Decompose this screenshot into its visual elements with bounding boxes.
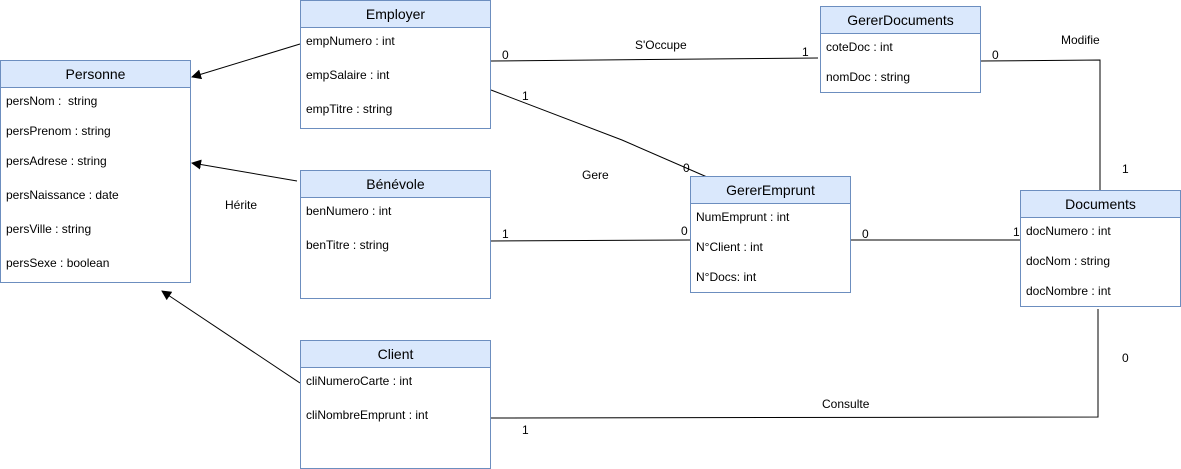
mult-consulte-documents: 0: [1122, 351, 1129, 365]
class-gererdocuments-name: GererDocuments: [821, 7, 980, 34]
association-modifie-line: [979, 59, 1101, 190]
attr-emptitre: empTitre : string: [306, 102, 393, 116]
attr-clinombreemprunt: cliNombreEmprunt : int: [306, 408, 429, 422]
mult-benevole-emprunt-gereremprunt: 0: [681, 224, 688, 238]
label-consulte: Consulte: [822, 397, 870, 411]
mult-modifie-gererdocuments: 0: [992, 48, 999, 62]
mult-emprunt-documents-gereremprunt: 0: [862, 227, 869, 241]
class-gereremprunt[interactable]: GererEmprunt NumEmprunt : int N°Client :…: [690, 176, 851, 293]
attr-nomdoc: nomDoc : string: [826, 70, 911, 84]
class-personne-name: Personne: [1, 61, 190, 88]
label-gere: Gere: [582, 168, 609, 182]
attr-persnaissance: persNaissance : date: [6, 188, 119, 202]
inheritance-client-personne: [161, 290, 301, 384]
attr-cotedoc: coteDoc : int: [826, 40, 893, 54]
attr-empsalaire: empSalaire : int: [306, 68, 390, 82]
mult-soccupe-gererdocuments: 1: [802, 45, 809, 59]
attr-ndocs: N°Docs: int: [696, 270, 757, 284]
mult-gere-employer: 1: [522, 89, 529, 103]
mult-consulte-client: 1: [522, 423, 529, 437]
label-herite: Hérite: [225, 198, 258, 212]
inheritance-employer-personne: [191, 43, 301, 80]
attr-bentitre: benTitre : string: [306, 238, 389, 252]
class-client-name: Client: [301, 341, 490, 368]
association-soccupe-line: [490, 57, 819, 62]
class-gereremprunt-name: GererEmprunt: [691, 177, 850, 204]
attr-persnom: persNom : string: [6, 94, 98, 108]
class-gererdocuments[interactable]: GererDocuments coteDoc : int nomDoc : st…: [820, 6, 981, 93]
attr-persprenom: persPrenom : string: [6, 124, 111, 138]
attr-clinumerocarte: cliNumeroCarte : int: [306, 374, 413, 388]
attr-docnombre: docNombre : int: [1026, 284, 1111, 298]
attr-bennumero: benNumero : int: [306, 204, 392, 218]
attr-perssexe: persSexe : boolean: [6, 256, 110, 270]
association-consulte-line: [490, 309, 1099, 419]
mult-modifie-documents: 1: [1122, 162, 1129, 176]
class-employer-name: Employer: [301, 1, 490, 28]
class-benevole[interactable]: Bénévole benNumero : int benTitre : stri…: [300, 170, 491, 299]
attr-numemprunt: NumEmprunt : int: [696, 210, 790, 224]
class-employer[interactable]: Employer empNumero : int empSalaire : in…: [300, 0, 491, 129]
mult-gere-gereremprunt: 0: [683, 161, 690, 175]
class-personne[interactable]: Personne persNom : string persPrenom : s…: [0, 60, 191, 283]
attr-docnom: docNom : string: [1026, 254, 1111, 268]
attr-empnumero: empNumero : int: [306, 34, 395, 48]
attr-nclient: N°Client : int: [696, 240, 763, 254]
label-modifie: Modifie: [1061, 33, 1100, 47]
mult-emprunt-documents-documents: 1: [1013, 225, 1020, 239]
attr-docnumero: docNumero : int: [1026, 224, 1111, 238]
inheritance-benevole-personne: [191, 159, 298, 182]
class-documents[interactable]: Documents docNumero : int docNom : strin…: [1020, 190, 1181, 307]
mult-soccupe-employer: 0: [502, 48, 509, 62]
attr-persadrese: persAdrese : string: [6, 154, 107, 168]
class-documents-name: Documents: [1021, 191, 1180, 218]
association-benevole-emprunt-line: [488, 239, 691, 242]
label-soccupe: S'Occupe: [635, 38, 687, 52]
mult-benevole-emprunt-benevole: 1: [502, 227, 509, 241]
association-gere-line: [490, 89, 708, 178]
class-benevole-name: Bénévole: [301, 171, 490, 198]
attr-persville: persVille : string: [6, 222, 92, 236]
class-client[interactable]: Client cliNumeroCarte : int cliNombreEmp…: [300, 340, 491, 469]
